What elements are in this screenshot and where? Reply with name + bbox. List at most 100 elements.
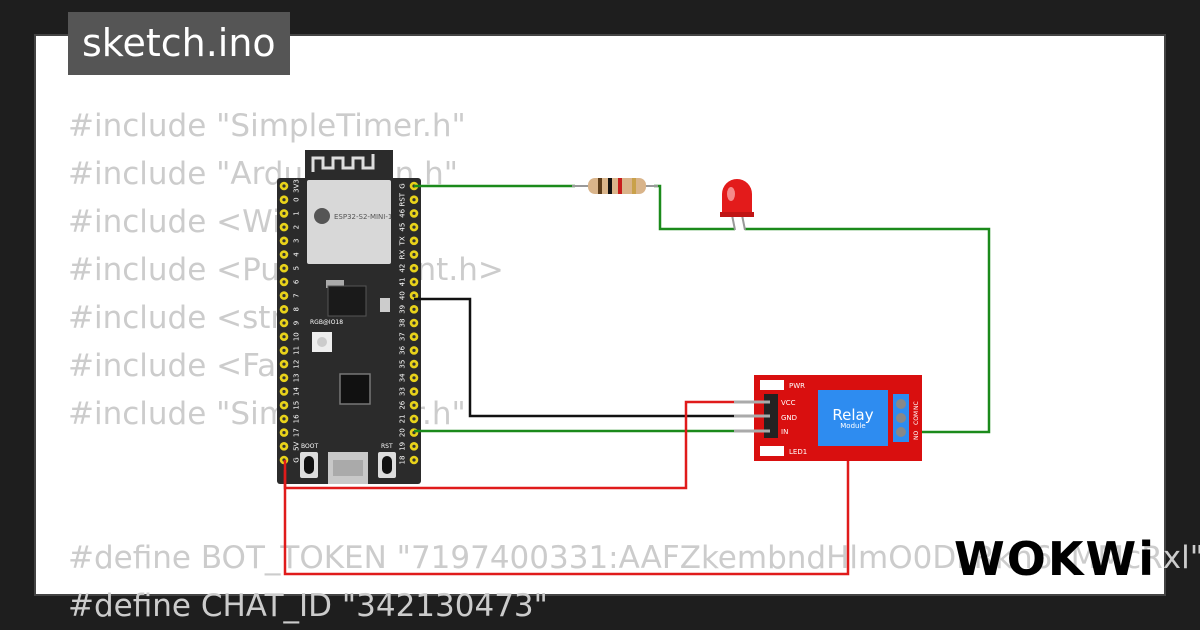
left-pin-hole [282, 431, 286, 435]
right-pin-hole [412, 458, 416, 462]
right-pin-label: 35 [399, 360, 407, 369]
right-pin-hole [412, 335, 416, 339]
left-pin-label: 7 [293, 293, 301, 297]
right-pin-hole [412, 444, 416, 448]
resistor-band [598, 178, 602, 194]
left-pin-hole [282, 252, 286, 257]
terminal-screw-com [896, 413, 906, 423]
right-pin-label: 40 [399, 291, 407, 300]
espressif-logo-icon [314, 208, 330, 224]
right-pin-hole [412, 211, 416, 215]
right-pin-label: 36 [399, 345, 407, 354]
right-pin-hole [412, 376, 416, 380]
left-pin-hole [282, 321, 286, 325]
left-pin-hole [282, 444, 286, 448]
left-pin-label: 6 [293, 279, 301, 284]
left-pin-label: 16 [293, 414, 301, 423]
left-pin-hole [282, 403, 286, 407]
right-pin-hole [412, 417, 416, 421]
right-pin-label: TX [399, 236, 407, 246]
left-pin-label: 17 [293, 428, 301, 437]
regulator-tab [326, 280, 344, 288]
led1-label: LED1 [789, 448, 807, 456]
left-pin-hole [282, 417, 286, 421]
right-pin-hole [412, 225, 416, 229]
right-pin-label: 19 [399, 442, 407, 451]
left-pin-label: 11 [293, 346, 301, 355]
left-pin-label: 10 [293, 332, 301, 341]
led1-indicator [760, 446, 784, 456]
led-body [722, 179, 752, 216]
esp32-board[interactable]: ESP32-S2-MINI-1 RGB@IO18 BOOT RST 3V3012… [277, 150, 421, 484]
vcc-label: VCC [781, 399, 796, 407]
relay-header [764, 394, 778, 438]
antenna-area [305, 150, 393, 180]
right-pin-label: 20 [399, 428, 407, 437]
code-line: #define BOT_TOKEN "7197400331:AAFZkembnd… [68, 540, 1200, 576]
right-pin-label: 21 [399, 414, 407, 423]
resistor-band [632, 178, 636, 194]
right-pin-label: 41 [399, 277, 407, 286]
left-pin-label: 12 [293, 360, 301, 369]
right-pin-hole [412, 280, 416, 284]
right-pin-hole [412, 252, 416, 257]
right-pin-hole [412, 321, 416, 325]
right-pin-hole [412, 362, 416, 366]
terminal-screw-no [896, 427, 906, 437]
right-pin-hole [412, 239, 416, 243]
usb-chip [339, 373, 371, 405]
antenna-icon [311, 154, 375, 172]
left-pin-label: G [293, 457, 301, 462]
regulator-chip [327, 285, 367, 317]
resistor[interactable] [572, 178, 658, 194]
right-pin-label: RX [399, 249, 407, 259]
right-pin-label: 34 [399, 373, 407, 382]
rgb-led-dot [317, 337, 327, 347]
left-pin-label: 9 [293, 321, 301, 325]
right-pin-hole [412, 307, 416, 311]
left-pin-hole [282, 362, 286, 366]
left-pin-hole [282, 211, 286, 215]
file-title-tab[interactable]: sketch.ino [68, 12, 290, 75]
rst-label: RST [381, 443, 393, 450]
right-pin-label: 39 [399, 305, 407, 314]
left-pin-hole [282, 307, 286, 311]
right-pin-label: 26 [399, 400, 407, 409]
left-pin-hole [282, 266, 286, 270]
wokwi-logo: WOKWi [954, 532, 1156, 586]
left-pin-label: 2 [293, 225, 301, 229]
left-pin-label: 13 [293, 373, 301, 382]
relay-module[interactable]: PWR LED1 VCC GND IN Relay Module NC COM … [734, 375, 922, 461]
led-highlight [727, 187, 735, 201]
left-pin-label: 5V [293, 441, 301, 450]
left-pin-hole [282, 376, 286, 380]
left-pin-hole [282, 335, 286, 339]
wire-led-to-relay-no[interactable] [745, 227, 991, 434]
right-pin-label: 38 [399, 319, 407, 328]
left-pin-label: 14 [293, 387, 301, 396]
wire-gnd[interactable] [414, 297, 760, 418]
no-label: NO [913, 431, 920, 440]
boot-button-cap [304, 456, 314, 474]
right-pin-label: 18 [399, 456, 407, 465]
canvas-frame [34, 34, 1166, 596]
boot-label: BOOT [301, 443, 318, 450]
left-pin-hole [282, 198, 286, 202]
left-pin-hole [282, 389, 286, 394]
pwr-led [760, 380, 784, 390]
code-line: #include "SimpleTimer.h" [68, 108, 466, 144]
left-pin-hole [282, 280, 286, 284]
right-pin-hole [412, 348, 416, 352]
right-pin-hole [412, 198, 416, 202]
left-pin-hole [282, 225, 286, 229]
pwr-label: PWR [789, 382, 805, 390]
red-led[interactable] [720, 179, 754, 231]
usb-port [333, 460, 363, 476]
left-pin-label: 3 [293, 239, 301, 243]
left-pin-label: 5 [293, 266, 301, 270]
reset-button-cap [382, 456, 392, 474]
right-pin-label: 46 [399, 208, 407, 217]
code-line: #define CHAT_ID "342130473" [68, 588, 548, 624]
led-leg [741, 214, 746, 231]
